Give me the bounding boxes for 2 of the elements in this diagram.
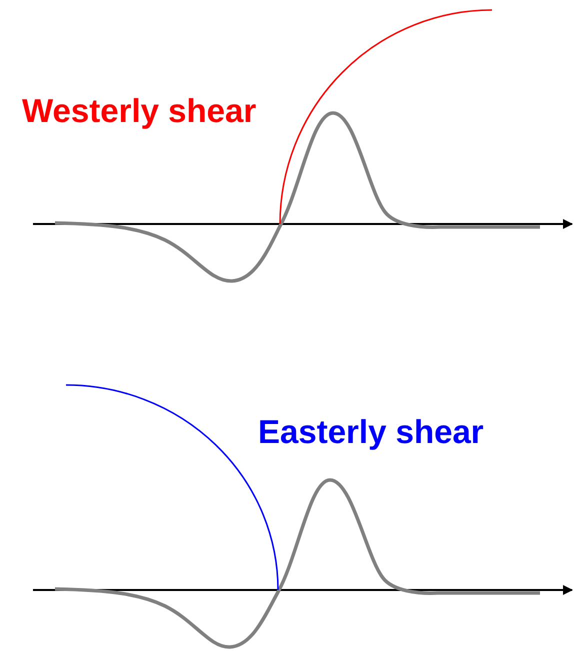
shear-label: Easterly shear [258, 415, 484, 448]
shear-label: Westerly shear [22, 94, 256, 127]
